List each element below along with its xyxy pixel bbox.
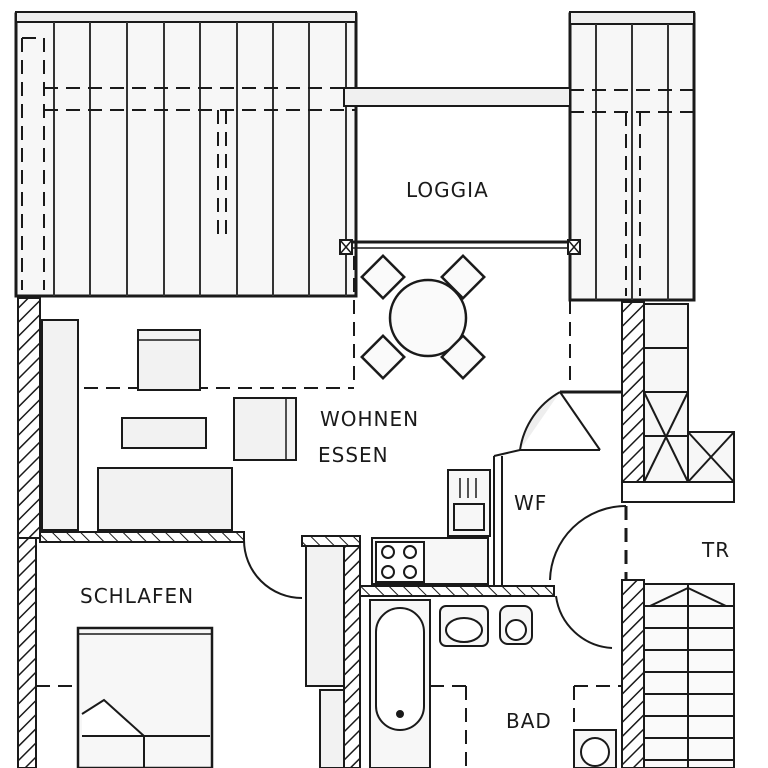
bed: [76, 626, 214, 768]
right-roof-block: [568, 11, 696, 302]
bathroom-fixtures: [369, 599, 617, 768]
dining-table: [360, 254, 486, 380]
bath-door-swing: [555, 595, 613, 649]
kitchen: [371, 469, 491, 585]
room-label-loggia: LOGGIA: [406, 178, 489, 202]
left-outer-wall-lower: [17, 537, 37, 768]
room-label-wohnen: WOHNEN: [320, 407, 419, 431]
room-label-treppe: TR: [701, 538, 730, 562]
staircase: [643, 583, 735, 768]
wall-central-top: [301, 535, 361, 547]
loggia-area: [339, 87, 581, 255]
wall-living-bedroom: [39, 531, 245, 543]
room-label-bad: BAD: [506, 709, 552, 733]
wall-central: [343, 545, 361, 768]
right-wall-upper: [621, 301, 645, 503]
room-label-schlafen: SCHLAFEN: [80, 584, 194, 608]
left-outer-wall: [17, 297, 41, 539]
room-label-wf: WF: [514, 491, 547, 515]
entrance-door-swing: [549, 505, 627, 581]
left-roof-block: [14, 11, 358, 298]
hall-door: [493, 390, 622, 586]
living-furniture: [41, 319, 297, 531]
wall-bath-top: [357, 585, 555, 597]
wardrobes: [305, 545, 345, 768]
bedroom-door-swing: [243, 539, 303, 599]
storage-shelves: [621, 303, 735, 503]
room-label-essen: ESSEN: [318, 443, 389, 467]
stair-wall: [621, 579, 645, 768]
